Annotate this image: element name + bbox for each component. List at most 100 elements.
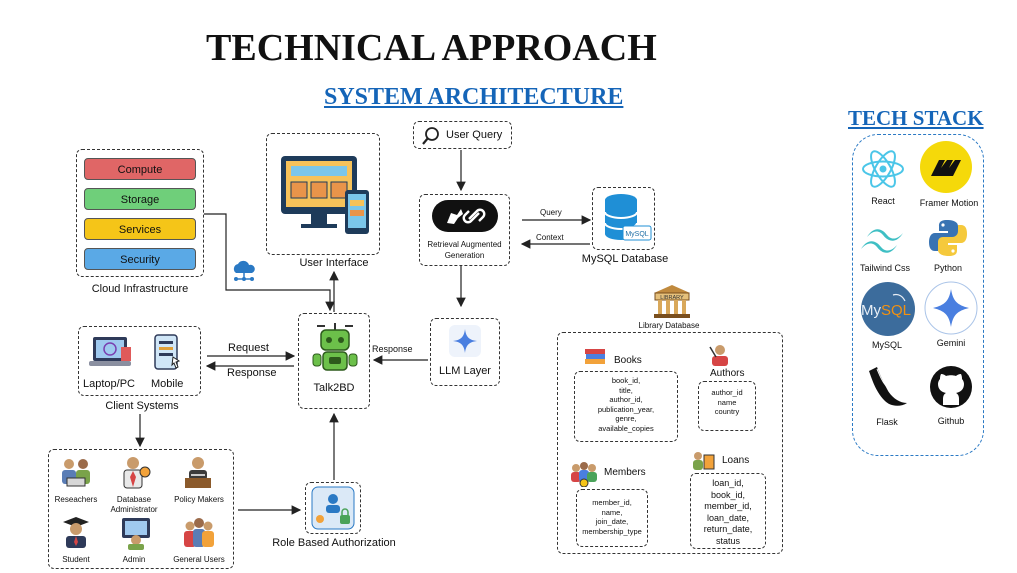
database-administrator-icon[interactable] xyxy=(119,454,153,490)
mobile-icon[interactable] xyxy=(149,333,185,371)
student-icon[interactable] xyxy=(59,514,93,550)
gemini-sparkle-icon xyxy=(449,325,481,357)
mysql-database-box[interactable]: MySQL xyxy=(592,187,655,250)
loans-table[interactable]: loan_id, book_id, member_id, loan_date, … xyxy=(690,473,766,549)
admin-icon[interactable] xyxy=(119,514,153,550)
books-icon xyxy=(585,349,605,364)
svg-text:LIBRARY: LIBRARY xyxy=(660,295,684,301)
loans-field: member_id, xyxy=(704,501,752,511)
loans-field: status xyxy=(715,535,740,546)
books-fields: book_id, title, author_id, publication_y… xyxy=(575,372,677,433)
python-label: Python xyxy=(933,263,963,273)
general-users-icon[interactable] xyxy=(181,514,217,550)
user-interface-box[interactable] xyxy=(266,133,380,255)
library-database-box: Books book_id, title, author_id, publica… xyxy=(557,332,783,554)
gemini-label: Gemini xyxy=(936,338,966,348)
laptop-label: Laptop/PC xyxy=(83,378,135,390)
user-query-box[interactable]: User Query xyxy=(413,121,512,149)
rbac-box[interactable] xyxy=(305,482,361,534)
books-field: author_id, xyxy=(609,395,643,404)
cloud-item-security[interactable]: Security xyxy=(84,248,196,270)
page-subtitle: SYSTEM ARCHITECTURE xyxy=(324,84,624,110)
books-field: book_id, xyxy=(611,376,641,385)
policy-makers-icon[interactable] xyxy=(181,454,215,490)
llm-layer-box[interactable]: LLM Layer xyxy=(430,318,500,386)
python-icon[interactable] xyxy=(927,217,969,259)
flask-label: Flask xyxy=(876,417,898,427)
talk2bd-label: Talk2BD xyxy=(313,382,355,394)
books-title: Books xyxy=(614,355,642,366)
framer-motion-label: Framer Motion xyxy=(919,198,979,208)
context-label: Context xyxy=(536,233,564,242)
role-authorization-icon xyxy=(311,486,355,530)
authors-table[interactable]: author_id name country xyxy=(698,381,756,431)
members-field: join_date, xyxy=(595,517,629,526)
github-icon[interactable] xyxy=(929,365,973,409)
mysql-icon[interactable]: MySQL xyxy=(859,281,917,337)
database-administrator-label-2: Administrator xyxy=(110,505,158,514)
admin-label: Admin xyxy=(122,555,146,564)
cloud-item-compute[interactable]: Compute xyxy=(84,158,196,180)
library-database-caption: Library Database xyxy=(638,321,700,330)
rag-box[interactable]: Retrieval Augmented Generation xyxy=(419,194,510,266)
llm-response-label: Response xyxy=(372,344,413,354)
react-icon[interactable] xyxy=(859,147,907,191)
loans-field: loan_date, xyxy=(706,512,750,523)
books-table[interactable]: book_id, title, author_id, publication_y… xyxy=(574,371,678,442)
cloud-infrastructure-caption: Cloud Infrastructure xyxy=(91,283,189,295)
user-interface-icon xyxy=(281,156,369,234)
svg-text:MySQL: MySQL xyxy=(625,231,648,238)
rag-label-line2: Generation xyxy=(444,251,485,260)
laptop-icon[interactable] xyxy=(87,333,133,371)
researchers-icon[interactable] xyxy=(59,454,93,490)
gemini-icon[interactable] xyxy=(923,281,979,335)
members-icon xyxy=(571,462,597,487)
loans-title: Loans xyxy=(722,455,750,466)
cloud-item-storage[interactable]: Storage xyxy=(84,188,196,210)
general-users-label: General Users xyxy=(173,555,225,564)
authors-field: author_id xyxy=(711,388,743,397)
mysql-database-caption: MySQL Database xyxy=(581,253,669,265)
rbac-caption: Role Based Authorization xyxy=(272,537,396,549)
authors-field: country xyxy=(714,407,740,416)
robot-icon xyxy=(312,323,358,371)
members-table[interactable]: member_id, name, join_date, membership_t… xyxy=(576,489,648,547)
members-fields: member_id, name, join_date, membership_t… xyxy=(577,490,647,536)
books-field: title, xyxy=(619,385,633,395)
tailwind-icon[interactable] xyxy=(857,223,913,259)
loans-field: loan_id, xyxy=(712,478,744,488)
policy-makers-label: Policy Makers xyxy=(174,495,224,504)
react-label: React xyxy=(871,196,895,206)
members-field: member_id, xyxy=(592,498,632,507)
student-label: Student xyxy=(62,555,90,564)
loans-field: book_id, xyxy=(710,489,746,500)
mysql-label: MySQL xyxy=(871,340,902,350)
svg-text:MySQL: MySQL xyxy=(861,302,911,319)
researchers-label: Reseachers xyxy=(54,495,98,504)
framer-motion-icon[interactable] xyxy=(919,140,973,194)
books-field: available_copies xyxy=(598,423,654,433)
members-field: membership_type xyxy=(582,526,642,536)
mobile-label: Mobile xyxy=(151,378,184,390)
page-title: TECHNICAL APPROACH xyxy=(206,27,657,69)
tech-stack-title: TECH STACK xyxy=(848,106,984,130)
user-interface-caption: User Interface xyxy=(299,257,369,269)
talk2bd-box[interactable]: Talk2BD xyxy=(298,313,370,409)
tailwind-label: Tailwind Css xyxy=(859,263,910,273)
response-label: Response xyxy=(227,367,277,379)
library-icon: LIBRARY xyxy=(654,285,690,318)
cloud-item-services[interactable]: Services xyxy=(84,218,196,240)
flask-icon[interactable] xyxy=(863,363,911,411)
query-label: Query xyxy=(540,208,562,217)
author-icon xyxy=(709,345,728,366)
loans-fields: loan_id, book_id, member_id, loan_date, … xyxy=(691,474,765,547)
loans-field: return_date, xyxy=(703,524,753,534)
langchain-icon xyxy=(432,200,498,232)
authors-fields: author_id name country xyxy=(699,382,755,417)
client-systems-box: Laptop/PC Mobile xyxy=(78,326,201,396)
members-field: name, xyxy=(601,507,623,517)
rag-label-line1: Retrieval Augmented xyxy=(427,240,502,249)
users-box: Reseachers Database Administrator Policy… xyxy=(48,449,234,569)
books-field: publication_year, xyxy=(597,404,655,414)
